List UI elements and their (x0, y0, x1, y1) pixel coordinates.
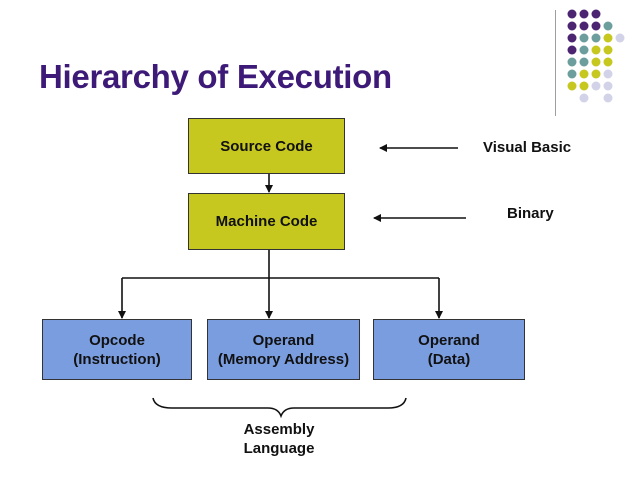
machine-code-label: Machine Code (215, 213, 318, 230)
operand-memory-box: Operand (Memory Address) (207, 319, 360, 380)
dot (579, 69, 589, 79)
machine-code-box: Machine Code (188, 193, 345, 250)
dot (591, 9, 601, 19)
operand-memory-label: Operand (252, 331, 315, 349)
dot (567, 81, 577, 91)
opcode-sublabel: (Instruction) (73, 350, 161, 368)
visual-basic-label: Visual Basic (483, 139, 572, 156)
dot (603, 81, 613, 91)
dot (603, 33, 613, 43)
opcode-box: Opcode (Instruction) (42, 319, 192, 380)
dot (567, 33, 577, 43)
operand-data-label: Operand (418, 331, 480, 349)
dot (579, 45, 589, 55)
dot (579, 9, 589, 19)
dot (591, 45, 601, 55)
dot (591, 21, 601, 31)
source-code-label: Source Code (220, 137, 313, 155)
dot (579, 57, 589, 67)
dot (603, 45, 613, 55)
decorative-dot-grid (567, 9, 625, 103)
dot (567, 57, 577, 67)
dot (603, 57, 613, 67)
dot (567, 21, 577, 31)
source-code-box: Source Code (188, 118, 345, 174)
dot (579, 93, 589, 103)
binary-label: Binary (507, 205, 554, 222)
dot (591, 33, 601, 43)
slide-title: Hierarchy of Execution (39, 58, 392, 95)
dot (579, 21, 589, 31)
dot (615, 33, 625, 43)
assembly-brace (152, 397, 407, 419)
dot (567, 9, 577, 19)
dot (591, 69, 601, 79)
operand-data-sublabel: (Data) (427, 350, 471, 368)
operand-data-box: Operand (Data) (373, 319, 525, 380)
dot (603, 93, 613, 103)
opcode-label: Opcode (89, 331, 145, 349)
assembly-language-label: Assembly Language (232, 420, 326, 458)
dot (591, 81, 601, 91)
dot (591, 57, 601, 67)
assembly-label-line2: Language (243, 440, 315, 457)
dot (579, 33, 589, 43)
dot (567, 45, 577, 55)
dot (603, 69, 613, 79)
dot (567, 69, 577, 79)
dot (603, 21, 613, 31)
assembly-label-line1: Assembly (243, 421, 315, 438)
title-divider-line (555, 10, 556, 116)
dot (579, 81, 589, 91)
operand-memory-sublabel: (Memory Address) (217, 350, 350, 368)
